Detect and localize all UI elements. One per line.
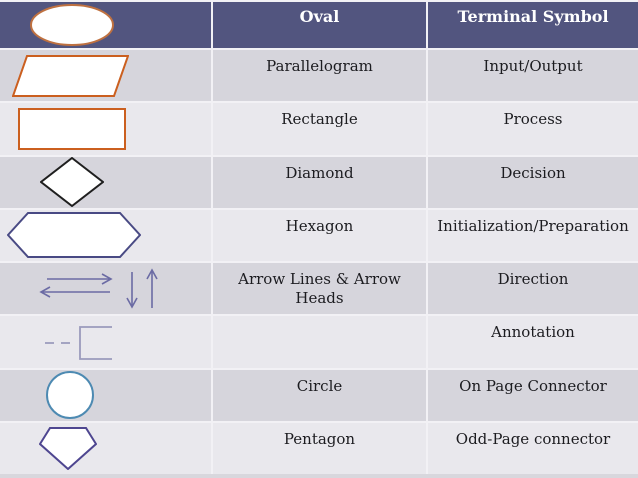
shape-meaning: Process [503, 110, 563, 129]
shape-meaning: Terminal Symbol [457, 7, 609, 26]
hexagon-icon [7, 212, 141, 259]
shape-name: Circle [296, 376, 343, 395]
shape-name: Diamond [285, 163, 354, 182]
cell-meaning-hexagon: Initialization/Preparation [428, 209, 638, 261]
shape-name: Rectangle [281, 110, 358, 129]
cell-symbol-circle [0, 369, 211, 421]
cell-symbol-rectangle [0, 103, 211, 155]
shape-name: Hexagon [285, 216, 354, 235]
cell-symbol-annotation [0, 316, 211, 368]
cell-name-rectangle: Rectangle [213, 103, 426, 155]
cell-name-pentagon: Pentagon [213, 422, 426, 474]
shape-name: Pentagon [283, 429, 356, 448]
cell-name-oval: Oval [213, 2, 426, 48]
cell-meaning-pentagon: Odd-Page connector [428, 422, 638, 474]
cell-meaning-parallelogram: Input/Output [428, 50, 638, 102]
parallelogram-icon [12, 54, 129, 97]
rectangle-icon [18, 107, 126, 150]
annotation-icon [45, 325, 112, 360]
cell-meaning-arrows: Direction [428, 263, 638, 315]
cell-symbol-diamond [0, 156, 211, 208]
cell-meaning-oval: Terminal Symbol [428, 2, 638, 48]
cell-name-hexagon: Hexagon [213, 209, 426, 261]
circle-icon [46, 371, 94, 420]
cell-symbol-hexagon [0, 209, 211, 261]
cell-meaning-diamond: Decision [428, 156, 638, 208]
cell-name-diamond: Diamond [213, 156, 426, 208]
pentagon-icon [39, 426, 97, 470]
shape-meaning: Odd-Page connector [455, 429, 611, 448]
oval-icon [30, 4, 114, 46]
cell-symbol-oval [0, 2, 211, 48]
cell-meaning-annotation: Annotation [428, 316, 638, 368]
shape-meaning: Input/Output [483, 57, 583, 75]
shape-name: Parallelogram [266, 57, 373, 75]
shape-meaning: Initialization/Preparation [437, 216, 629, 235]
shape-name: Oval [299, 7, 340, 26]
cell-name-arrows: Arrow Lines & Arrow Heads [213, 263, 426, 315]
cell-symbol-pentagon [0, 422, 211, 474]
cell-name-circle: Circle [213, 369, 426, 421]
cell-meaning-rectangle: Process [428, 103, 638, 155]
diamond-icon [40, 157, 104, 208]
cell-name-parallelogram: Parallelogram [213, 50, 426, 102]
shape-name: Arrow Lines & Arrow Heads [238, 270, 401, 307]
cell-name-annotation [213, 316, 426, 368]
cell-meaning-circle: On Page Connector [428, 369, 638, 421]
cell-symbol-arrows [0, 263, 211, 315]
cell-symbol-parallelogram [0, 50, 211, 102]
shape-meaning: Annotation [491, 323, 575, 342]
arrows-icon [39, 267, 158, 309]
shape-meaning: Direction [497, 270, 569, 288]
shape-meaning: On Page Connector [459, 376, 607, 395]
shape-meaning: Decision [500, 163, 566, 182]
